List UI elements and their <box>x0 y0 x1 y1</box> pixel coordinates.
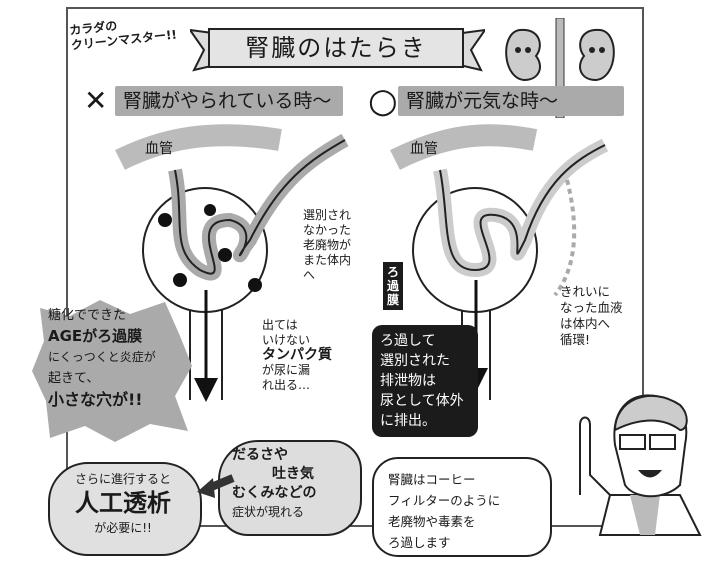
speech-line: 老廃物や毒素を <box>388 514 476 529</box>
bubble-line: 起きて、 <box>48 371 100 386</box>
note-line: ろ過して <box>380 333 436 349</box>
bubble-line: 糖化でできた <box>48 308 127 323</box>
note-line: なった血液 <box>560 300 623 315</box>
note-line: 循環! <box>560 332 591 347</box>
symptom-bubble <box>218 440 362 536</box>
dialysis-bubble <box>48 462 202 556</box>
protein-leak-note: 出てはいけないタンパク質が尿に漏れ出る… <box>262 318 332 393</box>
note-line: れ出る… <box>262 378 311 392</box>
clean-blood-note: きれいになった血液は体内へ循環! <box>560 284 623 348</box>
note-line: タンパク質 <box>262 347 332 363</box>
doctor-speech-bubble: 腎臓はコーヒーフィルターのように老廃物や毒素をろ過します <box>372 457 552 557</box>
bubble-line: 吐き気 <box>272 466 314 482</box>
vessel-label: 血管 <box>410 141 438 157</box>
doctor-illustration-icon <box>579 394 702 536</box>
bubble-line: が必要に!! <box>94 521 152 535</box>
vessel-label: 血管 <box>145 141 173 157</box>
age-bubble-shape <box>32 300 192 442</box>
note-line: は体内へ <box>560 316 611 331</box>
bubble-line: 症状が現れる <box>232 505 305 519</box>
note-line: また体内 <box>303 253 352 267</box>
bubble-line: むくみなどの <box>232 485 317 501</box>
good-heading: 腎臓が元気な時～ <box>398 86 624 116</box>
bad-heading: 腎臓がやられている時～ <box>115 86 343 116</box>
note-line: 出ては <box>262 318 298 332</box>
note-line: 選別され <box>303 208 352 222</box>
dialysis-text: さらに進行すると人工透析が必要に!! <box>58 470 188 536</box>
speech-line: 腎臓はコーヒー <box>388 472 476 487</box>
note-line: へ <box>303 268 316 282</box>
damaged-glomerulus-diagram <box>115 124 349 402</box>
membrane-label: ろ過膜 <box>383 262 403 310</box>
bubble-line: AGEがろ過膜 <box>48 327 143 345</box>
bubble-line: にくっつくと炎症が <box>48 350 156 364</box>
cross-mark-icon: ✕ <box>84 84 108 117</box>
unselected-waste-note: 選別されなかった老廃物がまた体内へ <box>303 208 351 283</box>
bubble-line: だるさや <box>232 447 288 463</box>
speech-line: ろ過します <box>388 535 451 550</box>
bubble-line: 人工透析 <box>75 489 171 517</box>
age-bubble: 糖化でできた AGEがろ過膜にくっつくと炎症が起きて、小さな穴が!! <box>48 305 188 410</box>
note-line: いけない <box>262 333 311 347</box>
circle-mark-icon: ○ <box>368 81 398 121</box>
bubble-line: 小さな穴が!! <box>48 390 143 409</box>
note-line: が尿に漏 <box>262 363 311 377</box>
note-line: に排出。 <box>380 413 436 429</box>
membrane-label-text: ろ過膜 <box>386 265 399 307</box>
filtered-note: ろ過して選別された排泄物は尿として体外に排出。 <box>372 325 478 437</box>
note-line: 老廃物が <box>303 238 352 252</box>
healthy-glomerulus-diagram <box>390 124 609 400</box>
panel-frame <box>66 7 644 527</box>
page-title: 腎臓のはたらき <box>208 28 464 68</box>
note-line: 選別された <box>380 353 450 369</box>
note-line: 排泄物は <box>380 373 436 389</box>
bubble-line: さらに進行すると <box>74 472 171 486</box>
arrow-left-icon <box>197 474 235 498</box>
note-line: きれいに <box>560 284 611 299</box>
speech-line: フィルターのように <box>388 493 501 508</box>
note-line: なかった <box>303 223 352 237</box>
kidneys-icon <box>505 18 615 118</box>
note-line: 尿として体外 <box>380 393 464 409</box>
symptom-text: だるさや吐き気むくみなどの症状が現れる <box>232 446 317 522</box>
